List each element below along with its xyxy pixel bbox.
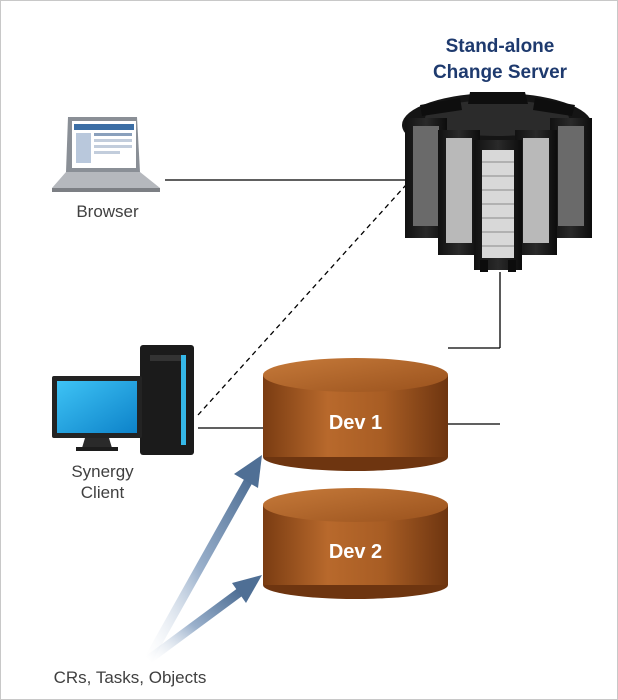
laptop-icon [52,117,160,192]
client-label: Synergy Client [55,461,150,503]
browser-label: Browser [76,202,139,221]
client-label-line1: Synergy [71,462,134,481]
database-cylinder-icon [263,488,448,599]
server-title-line2: Change Server [432,62,568,83]
inputs-label: CRs, Tasks, Objects [53,668,207,687]
desktop-computer-icon [52,345,194,455]
input-arrow [145,575,262,664]
server-cluster-icon [402,92,592,272]
server-title: Stand-alone Change Server [400,34,600,86]
dev2-label: Dev 2 [328,541,383,563]
server-title-line1: Stand-alone [445,36,555,57]
client-label-line2: Client [80,483,125,502]
input-arrow [144,455,262,663]
database-cylinder-icon [263,358,448,471]
dev1-label: Dev 1 [328,412,383,434]
connector-server-trunk [448,272,501,425]
